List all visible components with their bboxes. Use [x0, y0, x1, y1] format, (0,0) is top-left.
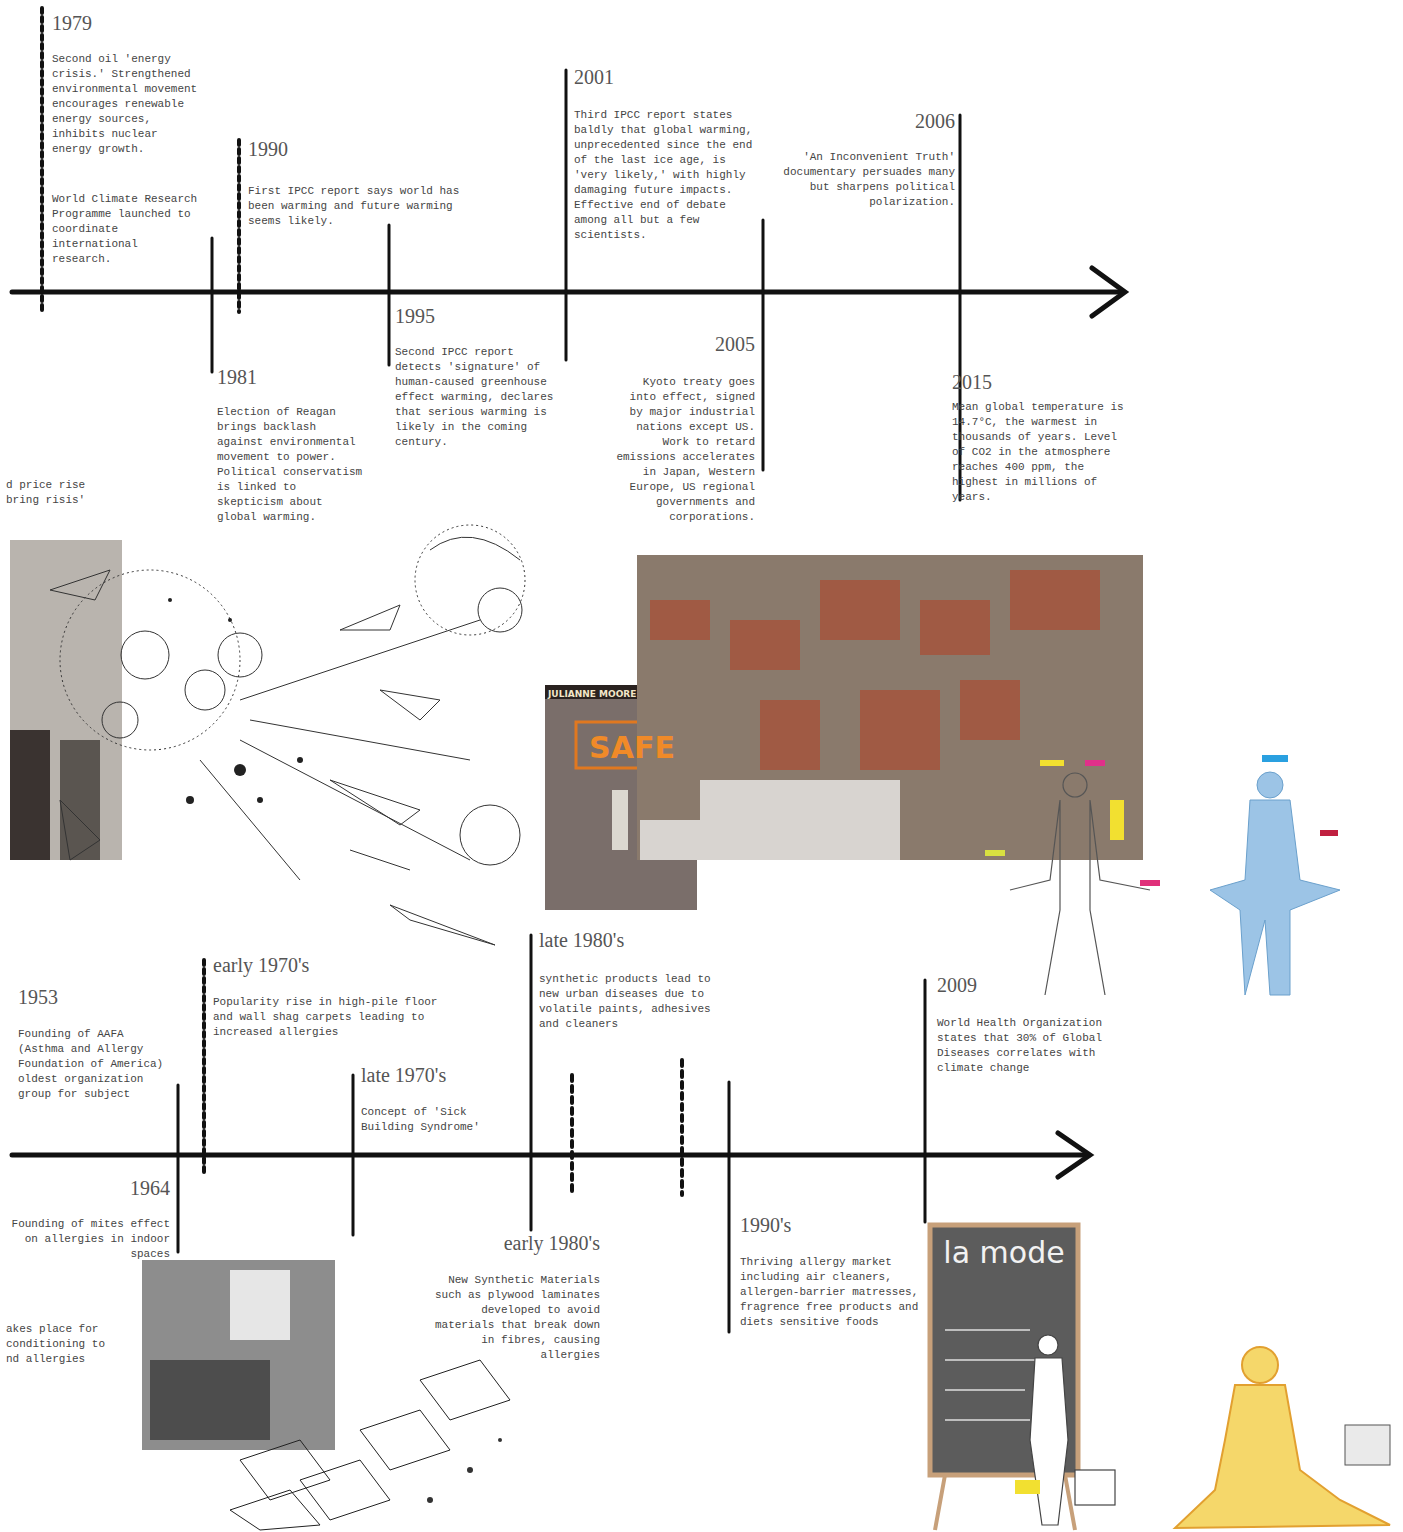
year-label: 2009 [937, 974, 1057, 996]
year-label: 1990 [248, 138, 368, 160]
timeline-note: Thriving allergy market including air cl… [740, 1255, 922, 1330]
year-label: late 1970's [361, 1064, 521, 1086]
year-label: 2001 [574, 66, 694, 88]
timeline-note: Election of Reagan brings backlash again… [217, 405, 367, 525]
timeline-note: Kyoto treaty goes into effect, signed by… [610, 375, 755, 525]
timeline-note: Second oil 'energy crisis.' Strengthened… [52, 52, 202, 157]
timeline-note: World Health Organization states that 30… [937, 1016, 1142, 1076]
timeline-note: synthetic products lead to new urban dis… [539, 972, 734, 1032]
timeline-note: Founding of mites effect on allergies in… [6, 1217, 170, 1262]
year-label: 1953 [18, 986, 138, 1008]
timeline-note: Founding of AAFA (Asthma and Allergy Fou… [18, 1027, 168, 1102]
year-label: 2015 [952, 371, 1072, 393]
year-label: early 1970's [213, 954, 393, 976]
timeline-note: Concept of 'Sick Building Syndrome' [361, 1105, 521, 1135]
year-label: 1995 [395, 305, 515, 327]
year-label: early 1980's [440, 1232, 600, 1254]
timeline-note: akes place for conditioning to nd allerg… [6, 1322, 124, 1367]
timeline-note: Second IPCC report detects 'signature' o… [395, 345, 560, 450]
timeline-note: Popularity rise in high-pile floor and w… [213, 995, 445, 1040]
timeline-note: 'An Inconvenient Truth' documentary pers… [780, 150, 955, 210]
year-label: 1979 [52, 12, 172, 34]
year-label: 1990's [740, 1214, 860, 1236]
year-label: 2005 [635, 333, 755, 355]
timeline-note: d price rise bring risis' [6, 478, 118, 508]
poster-title: SAFE [580, 728, 684, 767]
timeline-note: Third IPCC report states baldly that glo… [574, 108, 756, 243]
timeline-note: First IPCC report says world has been wa… [248, 184, 463, 229]
chalkboard-text: la mode [934, 1236, 1074, 1269]
year-label: 1964 [50, 1177, 170, 1199]
poster-credit: JULIANNE MOORE [548, 688, 696, 700]
timeline-note: Mean global temperature is 14.7°C, the w… [952, 400, 1134, 505]
year-label: late 1980's [539, 929, 699, 951]
timeline-note: New Synthetic Materials such as plywood … [432, 1273, 600, 1363]
timeline-note: World Climate Research Programme launche… [52, 192, 202, 267]
year-label: 1981 [217, 366, 337, 388]
year-label: 2006 [835, 110, 955, 132]
